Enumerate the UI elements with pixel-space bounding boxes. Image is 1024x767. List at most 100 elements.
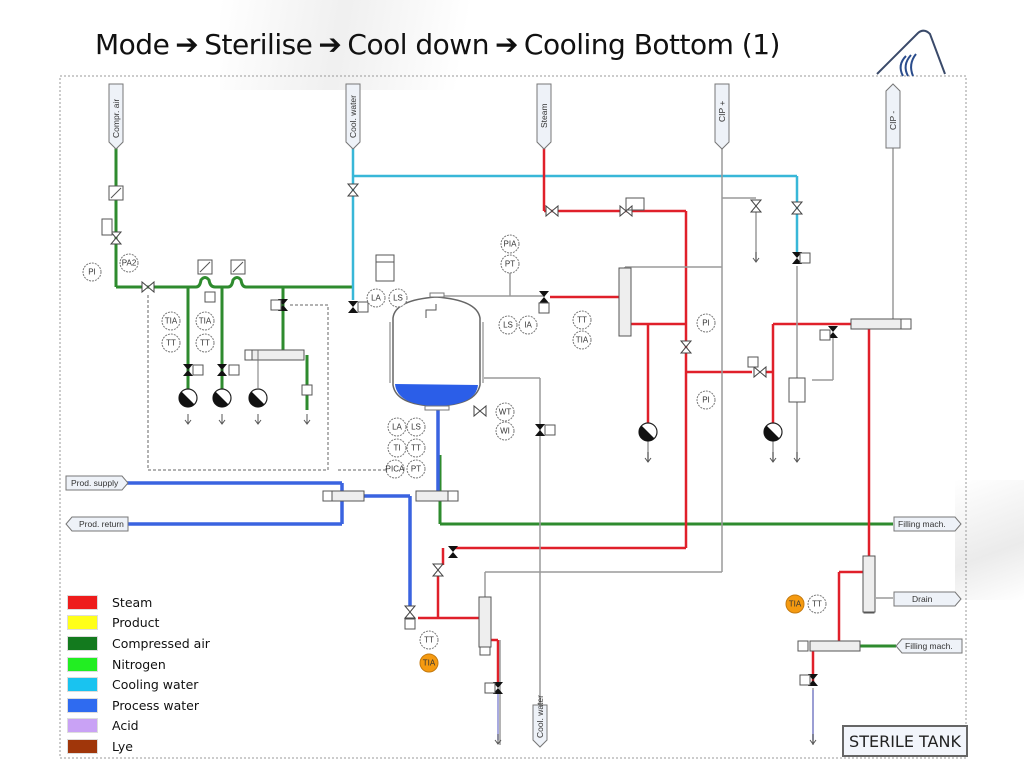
instrument-tag: TT [577,316,587,325]
instrument-pt-top: PT [500,254,520,274]
legend-item: Steam [67,592,210,613]
instrument-ls-top: LS [388,288,408,308]
arrow-right-icon: ➔ [494,28,518,61]
connector-compr-air[interactable]: Compr. air [108,83,124,150]
connector-filling-mach-2[interactable]: Filling mach. [895,638,963,654]
instrument-tag: TIA [199,317,212,326]
instrument-tag: WT [499,408,512,417]
instrument-tag: TT [200,339,210,348]
connector-filling-mach-1[interactable]: Filling mach. [893,516,962,532]
connector-prod-return[interactable]: Prod. return [65,516,129,532]
tank-filter [375,254,395,282]
instrument-la-bot: LA [387,417,407,437]
svg-text:CIP +: CIP + [717,101,727,122]
instrument-tag: TI [393,444,400,453]
page-title: Mode➔Sterilise➔Cool down➔Cooling Bottom … [95,28,780,61]
instrument-tag: PI [702,396,710,405]
connector-cip-minus[interactable]: CIP - [885,83,901,149]
legend-swatch [67,697,98,713]
signal-lines [147,295,386,471]
filters [101,185,806,403]
instrument-tag: PICA [386,465,405,474]
connector-drain[interactable]: Drain [893,591,962,607]
svg-text:CIP -: CIP - [888,111,898,130]
actuators [192,252,912,694]
instrument-pa2: PA2 [119,253,139,273]
instrument-la-top: LA [366,288,386,308]
instrument-tag: PI [88,268,96,277]
sterile-tank-vessel [375,254,484,411]
connector-prod-supply[interactable]: Prod. supply [65,475,129,491]
company-logo [876,29,946,77]
title-sterilise: Sterilise [204,28,313,61]
valves [110,183,882,694]
pipe-drain [497,690,814,740]
instrument-pi-left: PI [82,262,102,282]
instrument-tag: PA2 [122,259,137,268]
arrow-right-icon: ➔ [175,28,199,61]
legend-swatch [67,677,98,693]
instrument-tag: LA [371,294,381,303]
legend-swatch [67,718,98,734]
arrow-right-icon: ➔ [318,28,342,61]
pumps [178,388,783,442]
legend-label: Acid [112,718,139,734]
instrument-tt-2: TT [195,333,215,353]
instrument-tt-1: TT [161,333,181,353]
legend-swatch [67,594,98,610]
connector-cool-water[interactable]: Cool. water [345,83,361,150]
connector-cool-water-bottom[interactable]: Cool. water [532,695,548,748]
instrument-tag: TT [411,444,421,453]
instrument-ls-side: LS [498,315,518,335]
legend-label: Lye [112,738,133,754]
instrument-tag: TIA [423,659,436,668]
legend-swatch [67,738,98,754]
legend-swatch [67,656,98,672]
instrument-ia-side: IA [518,315,538,335]
legend-item: Cooling water [67,674,210,695]
tank-liquid-level [395,384,478,406]
instrument-tag: PT [505,260,515,269]
legend-label: Product [112,615,160,631]
svg-text:Prod. supply: Prod. supply [71,478,119,488]
svg-text:Cool. water: Cool. water [348,95,358,138]
instrument-tag: LA [392,423,402,432]
instrument-tag: TT [166,339,176,348]
legend-label: Process water [112,697,200,713]
connector-steam[interactable]: Steam [536,83,552,150]
instrument-ls-bot: LS [406,417,426,437]
instrument-ti-bot: TI [387,438,407,458]
legend-item: Process water [67,695,210,716]
instrument-tag: IA [524,321,532,330]
instrument-tag: PT [411,465,421,474]
svg-text:Filling mach.: Filling mach. [905,641,953,651]
title-mode: Mode [95,28,170,61]
title-cooling-bottom: Cooling Bottom (1) [523,28,781,61]
valve-manifolds [251,267,902,652]
legend-item: Acid [67,716,210,737]
instrument-tag: LS [503,321,513,330]
sterile-tank-label: STERILE TANK [842,725,968,757]
svg-text:Drain: Drain [912,594,933,604]
legend-label: Compressed air [112,635,210,651]
svg-text:Compr. air: Compr. air [111,99,121,138]
svg-text:Cool. water: Cool. water [535,695,545,738]
connector-cip-plus[interactable]: CIP + [714,83,730,150]
svg-text:Prod. return: Prod. return [79,519,124,529]
title-cool-down: Cool down [347,28,489,61]
instrument-tag: LS [393,294,403,303]
instrument-tia-right: TIA [785,594,805,614]
instrument-tag: TT [812,600,822,609]
legend-swatch [67,635,98,651]
legend-label: Cooling water [112,677,199,693]
pipe-process-water [127,410,440,608]
legend-item: Compressed air [67,633,210,654]
instrument-tag: WI [500,427,510,436]
legend-item: Lye [67,736,210,757]
instrument-tag: TIA [789,600,802,609]
instrument-tia-lower: TIA [419,653,439,673]
instrument-tia-2: TIA [195,311,215,331]
